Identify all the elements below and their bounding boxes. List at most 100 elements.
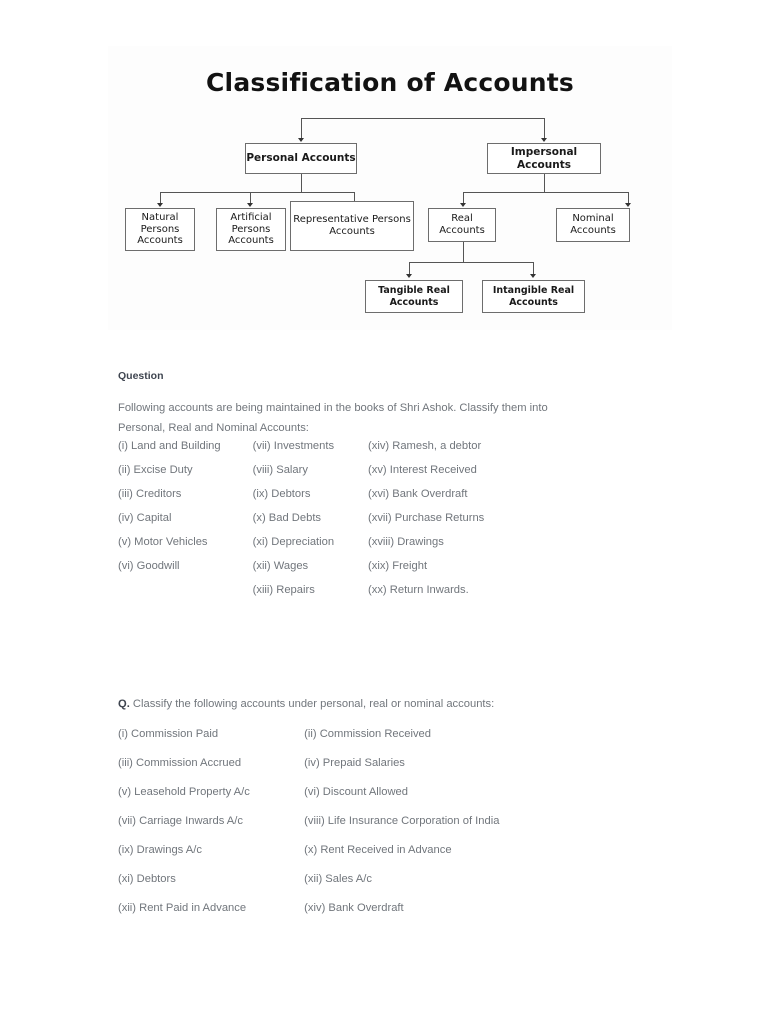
connector-root-horizontal <box>301 118 544 119</box>
table-row: (i) Commission Paid (ii) Commission Rece… <box>118 719 548 748</box>
question1-item: (xix) Freight <box>368 560 428 572</box>
connector-root-right-drop <box>544 118 545 139</box>
table-row: (i) Land and Building (vii) Investments … <box>118 434 570 458</box>
node-representative-persons-accounts-label: Representative Persons Accounts <box>293 214 411 237</box>
question1-item: (vii) Investments <box>252 440 335 452</box>
question2-item: (iii) Commission Accrued <box>118 756 242 769</box>
question1-item: (viii) Salary <box>252 464 308 476</box>
connector-personal-bus <box>160 192 354 193</box>
node-natural-persons-accounts-label: Natural Persons Accounts <box>137 211 183 247</box>
question2-item: (xiv) Bank Overdraft <box>304 901 404 914</box>
table-row: (v) Leasehold Property A/c (vi) Discount… <box>118 777 548 806</box>
node-impersonal-accounts: Impersonal Accounts <box>487 143 601 174</box>
question1-item: (iv) Capital <box>118 512 172 524</box>
question1-item: (xvi) Bank Overdraft <box>368 488 468 500</box>
table-row: (iv) Capital (x) Bad Debts (xvii) Purcha… <box>118 506 570 530</box>
node-natural-persons-accounts: Natural Persons Accounts <box>125 208 195 251</box>
classification-diagram-figure: Classification of Accounts Personal Acco… <box>108 46 672 330</box>
node-tangible-real-accounts-label: Tangible Real Accounts <box>378 285 450 308</box>
table-row: (vi) Goodwill (xii) Wages (xix) Freight <box>118 554 570 578</box>
question1-item: (xv) Interest Received <box>368 464 477 476</box>
question2-prompt: Classify the following accounts under pe… <box>129 698 495 710</box>
question1-item: (xviii) Drawings <box>368 536 444 548</box>
question2-item: (vii) Carriage Inwards A/c <box>118 814 243 827</box>
table-row: (ii) Excise Duty (viii) Salary (xv) Inte… <box>118 458 570 482</box>
connector-intangible-drop <box>533 262 534 276</box>
question1-item <box>118 578 253 602</box>
arrow-to-nominal <box>625 203 631 207</box>
question2-marker: Q. <box>118 698 130 710</box>
question2-item: (xii) Rent Paid in Advance <box>118 901 247 914</box>
question1-item: (xi) Depreciation <box>252 536 335 548</box>
question1-item: (xiv) Ramesh, a debtor <box>368 440 482 452</box>
node-impersonal-accounts-label: Impersonal Accounts <box>510 146 578 171</box>
arrow-to-natural <box>157 203 163 207</box>
table-row: (ix) Drawings A/c (x) Rent Received in A… <box>118 835 548 864</box>
node-nominal-accounts-label: Nominal Accounts <box>570 213 616 236</box>
question2-item: (viii) Life Insurance Corporation of Ind… <box>304 814 500 827</box>
node-personal-accounts: Personal Accounts <box>245 143 357 174</box>
connector-root-left-drop <box>301 118 302 139</box>
question2-item: (iv) Prepaid Salaries <box>304 756 405 769</box>
connector-personal-stem <box>301 174 302 192</box>
question1-item: (xx) Return Inwards. <box>368 584 469 596</box>
question1-item: (ix) Debtors <box>252 488 311 500</box>
diagram-title: Classification of Accounts <box>206 68 574 97</box>
question1-prompt: Following accounts are being maintained … <box>118 402 548 434</box>
question2-prompt-line: Q. Classify the following accounts under… <box>118 694 548 714</box>
connector-real-stem <box>463 242 464 262</box>
connector-real-drop <box>463 192 464 205</box>
question2-item: (ix) Drawings A/c <box>118 843 202 856</box>
arrow-to-impersonal <box>541 138 547 142</box>
question1-heading: Question <box>118 370 164 382</box>
question2-item: (xii) Sales A/c <box>304 872 372 885</box>
connector-tangible-drop <box>409 262 410 276</box>
question2-item: (xi) Debtors <box>118 872 176 885</box>
table-row: (xiii) Repairs (xx) Return Inwards. <box>118 578 570 602</box>
connector-impersonal-stem <box>544 174 545 192</box>
node-personal-accounts-label: Personal Accounts <box>246 152 356 165</box>
node-intangible-real-accounts-label: Intangible Real Accounts <box>492 285 575 308</box>
connector-impersonal-bus <box>463 192 628 193</box>
node-artificial-persons-accounts-label: Artificial Persons Accounts <box>228 211 274 247</box>
question2-block: Q. Classify the following accounts under… <box>118 694 548 922</box>
connector-nominal-drop <box>628 192 629 205</box>
question2-items-table: (i) Commission Paid (ii) Commission Rece… <box>118 719 548 922</box>
arrow-to-real <box>460 203 466 207</box>
arrow-to-tangible <box>406 274 412 278</box>
question1-item: (v) Motor Vehicles <box>118 536 208 548</box>
connector-artificial-drop <box>250 192 251 205</box>
table-row: (v) Motor Vehicles (xi) Depreciation (xv… <box>118 530 570 554</box>
arrow-to-intangible <box>530 274 536 278</box>
node-artificial-persons-accounts: Artificial Persons Accounts <box>216 208 286 251</box>
question2-item: (ii) Commission Received <box>304 727 431 740</box>
question1-item: (ii) Excise Duty <box>118 464 193 476</box>
question1-item: (i) Land and Building <box>118 440 221 452</box>
question2-item: (v) Leasehold Property A/c <box>118 785 250 798</box>
table-row: (iii) Creditors (ix) Debtors (xvi) Bank … <box>118 482 570 506</box>
node-nominal-accounts: Nominal Accounts <box>556 208 630 242</box>
question1-item: (xii) Wages <box>252 560 309 572</box>
connector-representative-drop <box>354 192 355 205</box>
table-row: (xi) Debtors (xii) Sales A/c <box>118 864 548 893</box>
question1-item: (x) Bad Debts <box>252 512 322 524</box>
question1-item: (iii) Creditors <box>118 488 182 500</box>
node-tangible-real-accounts: Tangible Real Accounts <box>365 280 463 313</box>
arrow-to-artificial <box>247 203 253 207</box>
question2-item: (i) Commission Paid <box>118 727 219 740</box>
table-row: (iii) Commission Accrued (iv) Prepaid Sa… <box>118 748 548 777</box>
table-row: (vii) Carriage Inwards A/c (viii) Life I… <box>118 806 548 835</box>
connector-real-bus <box>409 262 533 263</box>
question2-item: (x) Rent Received in Advance <box>304 843 452 856</box>
question1-items-body: (i) Land and Building (vii) Investments … <box>118 434 570 602</box>
question2-items-body: (i) Commission Paid (ii) Commission Rece… <box>118 719 548 922</box>
question1-item: (xvii) Purchase Returns <box>368 512 485 524</box>
node-intangible-real-accounts: Intangible Real Accounts <box>482 280 585 313</box>
question1-items-table: (i) Land and Building (vii) Investments … <box>118 434 570 602</box>
table-row: (xii) Rent Paid in Advance (xiv) Bank Ov… <box>118 893 548 922</box>
question2-item: (vi) Discount Allowed <box>304 785 409 798</box>
connector-natural-drop <box>160 192 161 205</box>
arrow-to-personal <box>298 138 304 142</box>
node-real-accounts-label: Real Accounts <box>439 213 485 236</box>
question1-item: (xiii) Repairs <box>252 584 315 596</box>
